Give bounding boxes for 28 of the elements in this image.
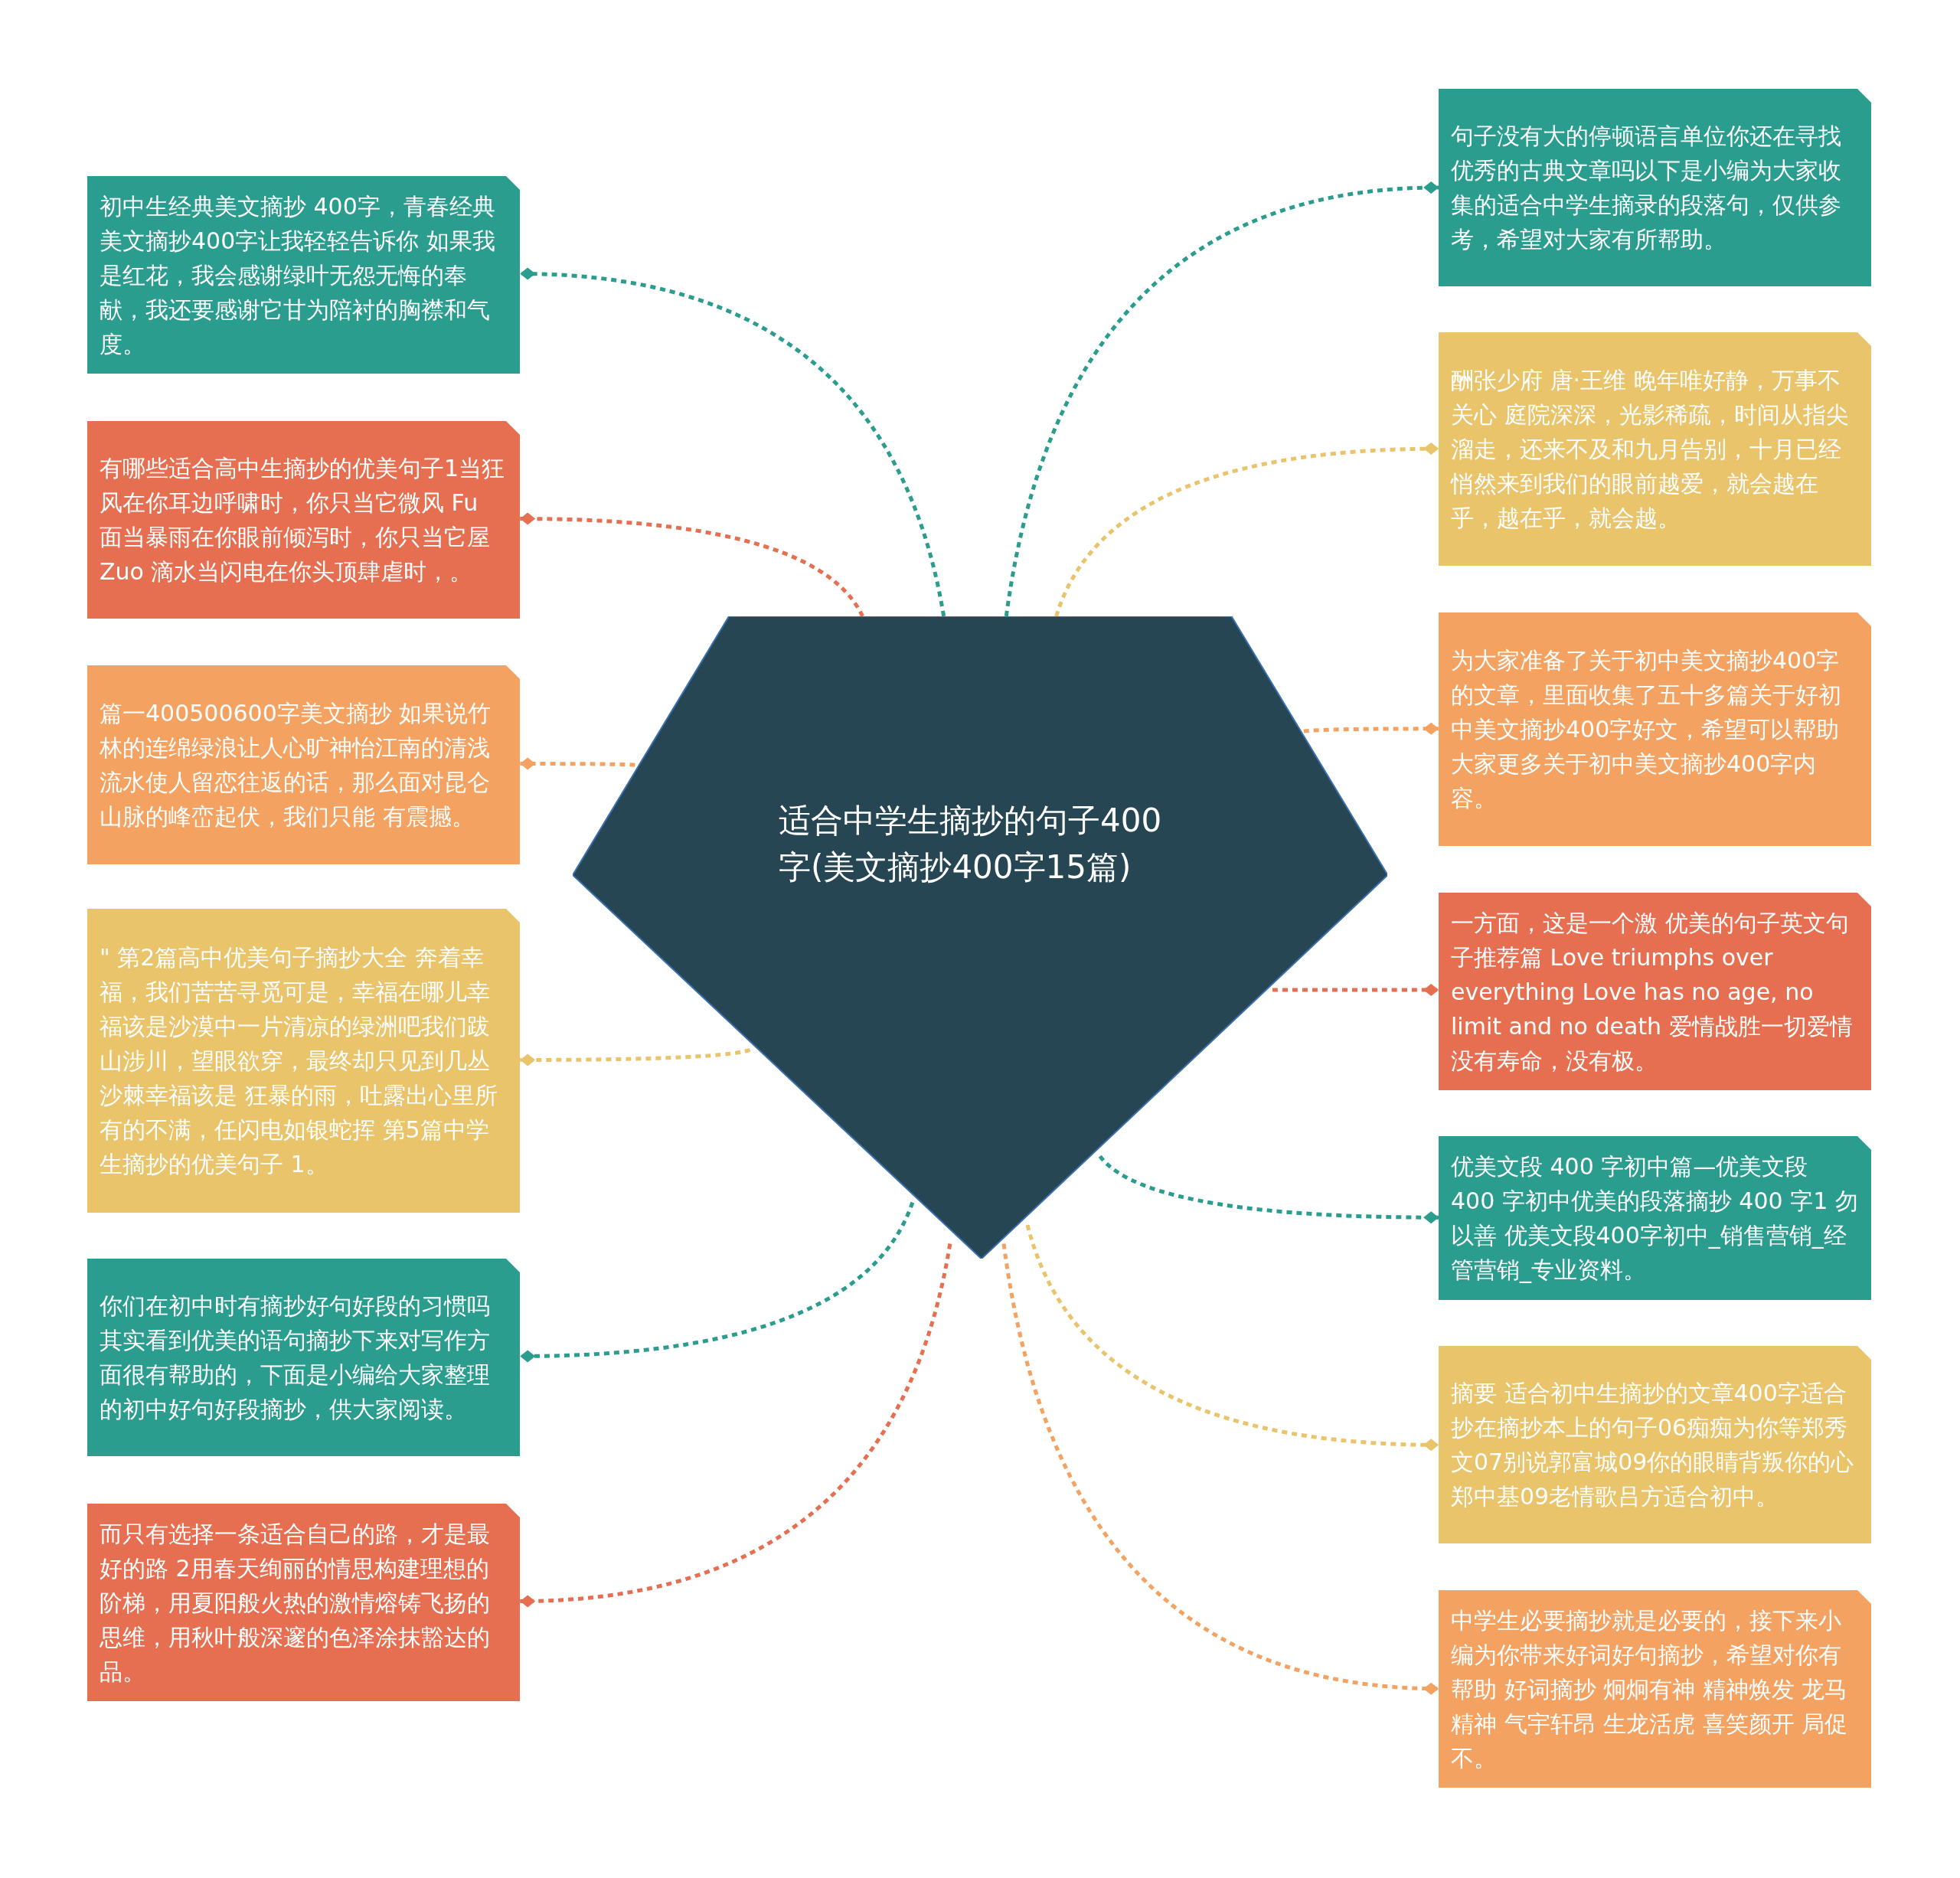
connector [1001, 1243, 1439, 1695]
text-box: 为大家准备了关于初中美文摘抄400字的文章，里面收集了五十多篇关于好初中美文摘抄400字好文，希望可以帮助大家更多关于初中美文摘抄400字内容。 [1439, 612, 1871, 846]
connector [520, 757, 635, 770]
connector [520, 267, 946, 617]
title-text: 适合中学生摘抄的句子400字(美文摘抄400字15篇) [779, 801, 1163, 887]
connector [1098, 1155, 1439, 1224]
connector [520, 1243, 952, 1608]
text-box: 初中生经典美文摘抄 400字，青春经典美文摘抄400字让我轻轻告诉你 如果我是红花，我会感谢绿叶无怨无悔的奉献，我还要感谢它甘为陪衬的胸襟和气度。 [87, 176, 520, 374]
text-box: 而只有选择一条适合自己的路，才是最好的路 2用春天绚丽的情思构建理想的阶梯，用夏阳般火热的激情熔铸飞扬的思维，用秋叶般深邃的色泽涂抹豁达的品。 [87, 1504, 520, 1701]
connector [1303, 722, 1439, 735]
text-box: 有哪些适合高中生摘抄的优美句子1当狂风在你耳边呼啸时，你只当它微风 Fu 面当暴雨在你眼前倾泻时，你只当它屋 Zuo 滴水当闪电在你头顶肆虐时，。 [87, 421, 520, 619]
connector [1054, 443, 1439, 617]
text-box: 一方面，这是一个激 优美的句子英文句子推荐篇 Love triumphs over everything Love has no age, no limit and no death 爱情战胜一切爱情没有寿命，没有极。 [1439, 893, 1871, 1090]
connector [1272, 984, 1439, 997]
connector [520, 1048, 751, 1066]
text-box: 中学生必要摘抄就是必要的，接下来小编为你带来好词好句摘抄，希望对你有帮助 好词摘抄 炯炯有神 精神焕发 龙马精神 气宇轩昂 生龙活虎 喜笑颜开 局促不。 [1439, 1590, 1871, 1788]
connector [520, 512, 864, 618]
text-box: 摘要 适合初中生摘抄的文章400字适合抄在摘抄本上的句子06痴痴为你等郑秀文07别说郭富城09你的眼睛背叛你的心郑中基09老情歌吕方适合初中。 [1439, 1346, 1871, 1543]
text-box: 优美文段 400 字初中篇—优美文段 400 字初中优美的段落摘抄 400 字1 勿以善 优美文段400字初中_销售营销_经管营销_专业资料。 [1439, 1136, 1871, 1300]
text-box: 酬张少府 唐·王维 晚年唯好静，万事不关心 庭院深深，光影稀疏，时间从指尖溜走，还来不及和九月告别，十月已经悄然来到我们的眼前越爱，就会越在乎，越在乎，就会越。 [1439, 332, 1871, 566]
connector [520, 1201, 915, 1363]
connector [1025, 1224, 1439, 1452]
pentagon-node [573, 616, 1387, 1259]
text-box: 你们在初中时有摘抄好句好段的习惯吗其实看到优美的语句摘抄下来对写作方面很有帮助的，下面是小编给大家整理的初中好句好段摘抄，供大家阅读。 [87, 1259, 520, 1456]
text-box: 篇一400500600字美文摘抄 如果说竹林的连绵绿浪让人心旷神怡江南的清浅流水使人留恋往返的话，那么面对昆仑山脉的峰峦起伏，我们只能 有震撼。 [87, 665, 520, 864]
text-box: 句子没有大的停顿语言单位你还在寻找优秀的古典文章吗以下是小编为大家收集的适合中学生摘录的段落句，仅供参考，希望对大家有所帮助。 [1439, 89, 1871, 286]
connector [1004, 181, 1439, 617]
text-box: " 第2篇高中优美句子摘抄大全 奔着幸福，我们苦苦寻觅可是，幸福在哪儿幸福该是沙漠中一片清凉的绿洲吧我们跋山涉川，望眼欲穿，最终却只见到几丛沙棘幸福该是 狂暴的雨，吐露出心里所有的不满，任闪电如银蛇挥 第5篇中学生摘抄的优美句子 1。 [87, 909, 520, 1213]
